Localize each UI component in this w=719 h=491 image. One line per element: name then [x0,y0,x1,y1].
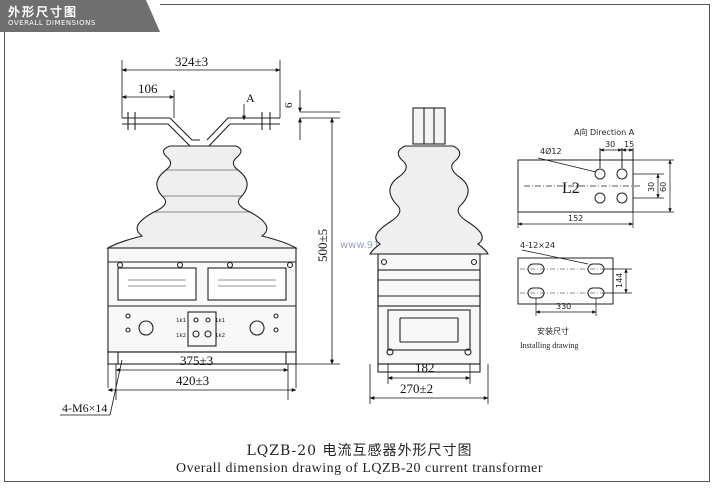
terminal-board [187,311,217,347]
installing-view [517,257,614,305]
installing-title-zh: 安装尺寸 [537,326,569,336]
dimension-drawing: 1k1 1k2 1k1 1k2 324±3 106 A 6 500±5 375±… [60,54,674,416]
dim-182: 182 [415,360,435,375]
l2-label: L2 [562,180,580,197]
dim-15: 15 [624,140,634,149]
front-view [106,112,298,365]
primary-terminal-left [122,117,200,141]
terminal-label-1k2: 1k2 [176,333,186,339]
side-view [369,107,489,373]
dim-270: 270±2 [400,381,433,396]
terminal-label-1k1b: 1k1 [215,318,225,324]
nameplate-right [207,267,287,301]
side-terminal [412,107,446,145]
direction-a-title: A向 Direction A [574,127,635,137]
dim-bolts: 4-M6×14 [62,401,107,415]
hole-spec: 4Ø12 [540,146,562,156]
terminal-plate [517,159,634,213]
installing-title-en: Installing drawing [520,341,578,350]
nameplate-left [117,267,197,301]
side-insulator [369,145,489,255]
header-title-zh: 外形尺寸图 [8,5,79,19]
insulator-body [106,145,298,249]
section-header: 外形尺寸图 OVERALL DIMENSIONS [0,0,160,32]
primary-terminal-right [206,117,280,141]
dim-144: 144 [615,273,624,288]
slot-spec: 4-12×24 [520,241,555,250]
dim-60: 60 [659,182,668,192]
dim-330: 330 [556,302,571,311]
header-title-en: OVERALL DIMENSIONS [8,19,96,27]
dim-375: 375±3 [180,353,213,368]
direction-a-dimension-lines [517,148,674,228]
dim-324: 324±3 [175,54,208,69]
terminal-label-1k1: 1k1 [176,318,186,324]
drawing-frame [4,4,710,482]
view-a-label: A [246,91,255,105]
terminal-label-1k2b: 1k2 [215,333,225,339]
front-dimension-lines [60,60,340,416]
side-dimension-lines [369,364,489,404]
installing-dimension-lines [521,249,632,316]
caption-zh: LQZB-20 电流互感器外形尺寸图 [246,443,473,459]
dim-106: 106 [138,81,158,96]
dim-6: 6 [283,102,295,108]
dim-152: 152 [568,214,583,223]
header-notch [146,0,160,32]
dim-30-top: 30 [605,140,615,149]
side-base [377,253,481,365]
caption-en: Overall dimension drawing of LQZB-20 cur… [175,461,543,476]
mounting-plate [517,257,614,305]
dim-30-vert: 30 [647,182,656,192]
dim-500: 500±5 [315,229,330,262]
dim-420: 420±3 [176,373,209,388]
